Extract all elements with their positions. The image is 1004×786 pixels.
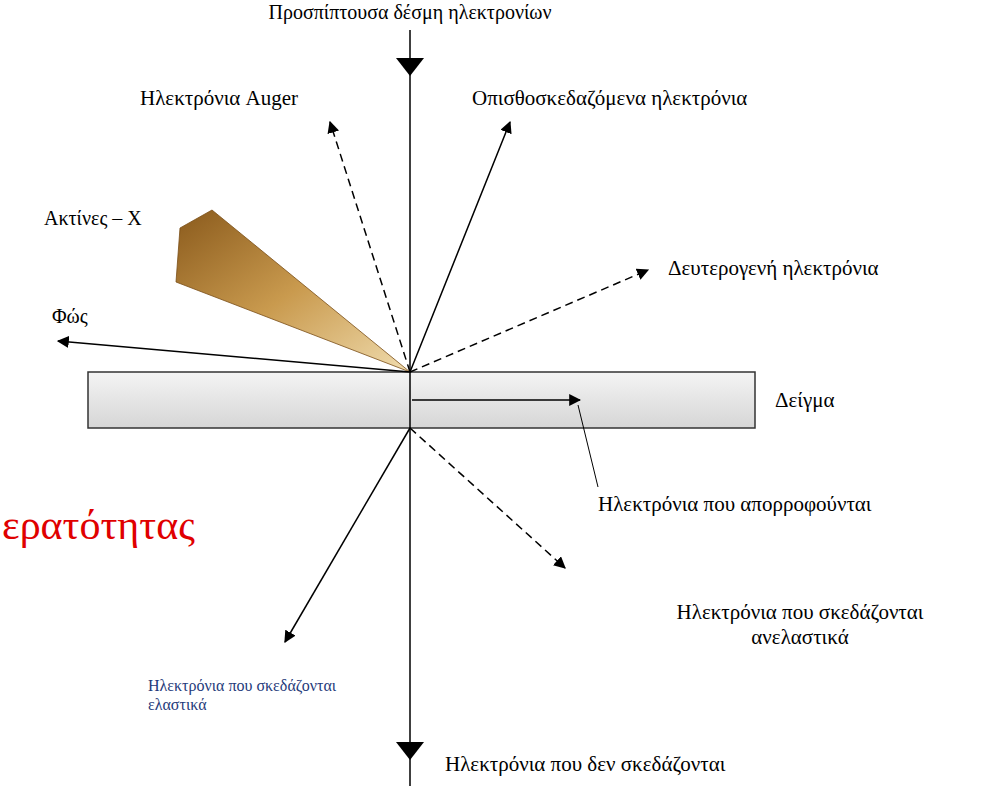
auger-arrow bbox=[330, 122, 410, 372]
xray-wedge bbox=[176, 210, 410, 372]
elastic-arrow bbox=[285, 428, 410, 642]
absorbed-arrow bbox=[412, 399, 580, 401]
signal-label: Ηλεκτρόνια Auger bbox=[140, 86, 298, 111]
leader-line bbox=[578, 405, 598, 487]
signal-label: Ηλεκτρόνια που σκεδάζονται ελαστικά bbox=[148, 676, 363, 714]
sample-slab bbox=[88, 372, 755, 428]
signal-label: Οπισθοσκεδαζόμενα ηλεκτρόνια bbox=[472, 86, 747, 111]
beam-axis bbox=[409, 30, 411, 786]
backscatter-arrow bbox=[410, 122, 510, 372]
signal-label: Ηλεκτρόνια που δεν σκεδάζονται bbox=[445, 752, 725, 777]
secondary-arrow bbox=[410, 270, 648, 372]
signal-label: Ηλεκτρόνια που απορροφούνται bbox=[598, 492, 871, 517]
signal-label: Δευτερογενή ηλεκτρόνια bbox=[668, 256, 879, 281]
sample-label: Δείγμα bbox=[775, 388, 835, 413]
beam-label: Προσπίπτουσα δέσμη ηλεκτρονίων bbox=[268, 0, 551, 24]
light-arrow bbox=[58, 341, 410, 372]
inelastic-arrow bbox=[410, 428, 565, 568]
signal-label: Ακτίνες – Χ bbox=[44, 206, 142, 230]
heading-fragment: ερατότητας bbox=[2, 500, 195, 550]
signal-label: Ηλεκτρόνια που σκεδάζονται ανελαστικά bbox=[650, 600, 950, 650]
beam-arrowhead bbox=[396, 58, 424, 76]
signal-label: Φώς bbox=[52, 304, 88, 328]
beam-arrowhead bbox=[396, 742, 424, 760]
